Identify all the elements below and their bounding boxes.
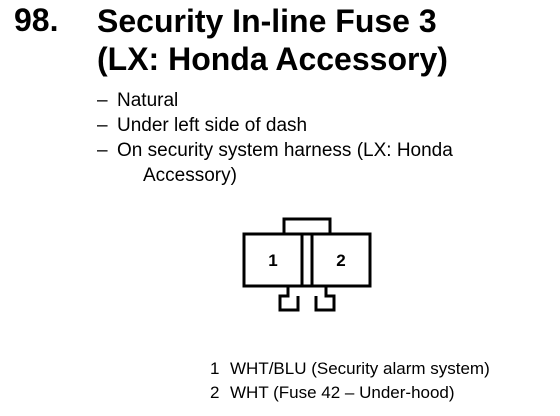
dash-bullet: – (97, 115, 108, 136)
connector-lock-tab (282, 217, 332, 234)
dash-bullet: – (97, 90, 108, 111)
wire-list: 1 WHT/BLU (Security alarm system) 2 WHT (F… (210, 357, 490, 405)
item-number: 98. (14, 2, 59, 38)
location-details: – Natural – Under left side of dash – On… (97, 88, 453, 188)
fuse-connector-diagram: 1 2 (242, 217, 372, 312)
detail-text: Under left side of dash (117, 115, 308, 136)
dash-bullet: – (97, 140, 108, 161)
wire-pin-number: 2 (210, 383, 220, 402)
title-line-1: Security In-line Fuse 3 (97, 3, 437, 39)
detail-text: Natural (117, 90, 179, 111)
pin-label: 1 (268, 251, 277, 270)
detail-color: – Natural (97, 88, 453, 113)
wire-item: 2 WHT (Fuse 42 – Under-hood) (210, 381, 490, 405)
wire-item: 1 WHT/BLU (Security alarm system) (210, 357, 490, 381)
detail-location: – Under left side of dash (97, 113, 453, 138)
wire-pin-number: 1 (210, 359, 220, 378)
pin-label: 2 (336, 251, 345, 270)
wire-description: WHT (Fuse 42 – Under-hood) (230, 383, 455, 402)
connector-cavity-1 (242, 232, 304, 288)
detail-harness: – On security system harness (LX: Honda … (97, 138, 453, 188)
detail-text-continuation: Accessory) (143, 165, 237, 186)
wire-description: WHT/BLU (Security alarm system) (230, 359, 490, 378)
connector-divider (302, 232, 312, 288)
connector-foot-right (314, 286, 336, 312)
page-title: Security In-line Fuse 3 (LX: Honda Acces… (97, 2, 448, 78)
connector-cavity-2 (310, 232, 372, 288)
connector-foot-left (278, 286, 300, 312)
title-line-2: (LX: Honda Accessory) (97, 41, 448, 77)
detail-text: On security system harness (LX: Honda (117, 140, 453, 161)
